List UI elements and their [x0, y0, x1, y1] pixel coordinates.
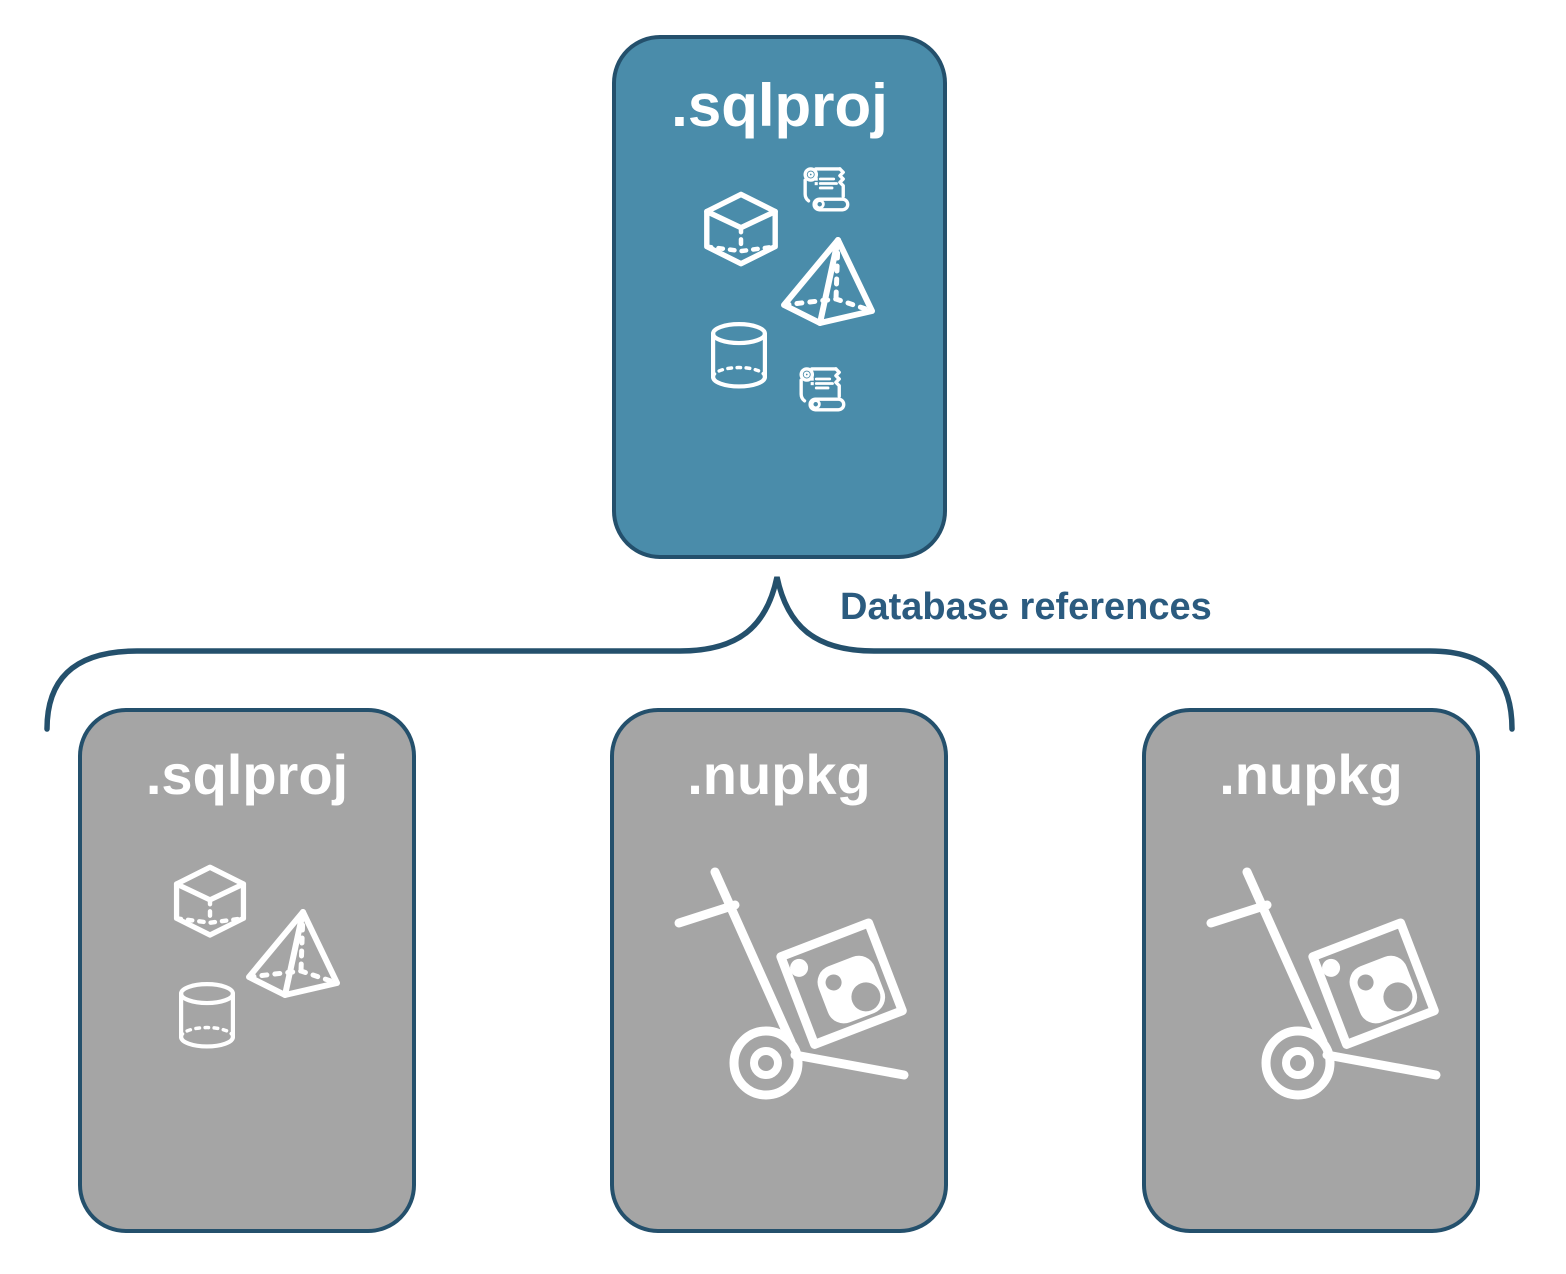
sql-script-scroll-icon	[799, 367, 846, 412]
child-sqlproj-card: .sqlproj	[78, 708, 416, 1233]
child-card-title: .sqlproj	[145, 743, 349, 806]
child-nupkg-card: .nupkg	[1142, 708, 1480, 1233]
connector-label: Database references	[840, 586, 1212, 628]
pyramid-icon	[778, 235, 878, 327]
pyramid-icon	[243, 907, 343, 999]
root-card-title: .sqlproj	[671, 72, 888, 139]
nuget-handtruck-icon	[1201, 859, 1451, 1104]
child-nupkg-card: .nupkg	[610, 708, 948, 1233]
brace-connector	[44, 576, 1515, 732]
cube-icon	[166, 862, 254, 950]
cube-icon	[696, 189, 786, 279]
child-card-title: .nupkg	[1219, 743, 1403, 806]
sql-script-scroll-icon	[803, 167, 850, 212]
nuget-handtruck-icon	[669, 859, 919, 1104]
root-sqlproj-card: .sqlproj	[612, 35, 947, 559]
cylinder-icon	[172, 976, 242, 1056]
cylinder-icon	[704, 315, 774, 397]
child-card-title: .nupkg	[687, 743, 871, 806]
